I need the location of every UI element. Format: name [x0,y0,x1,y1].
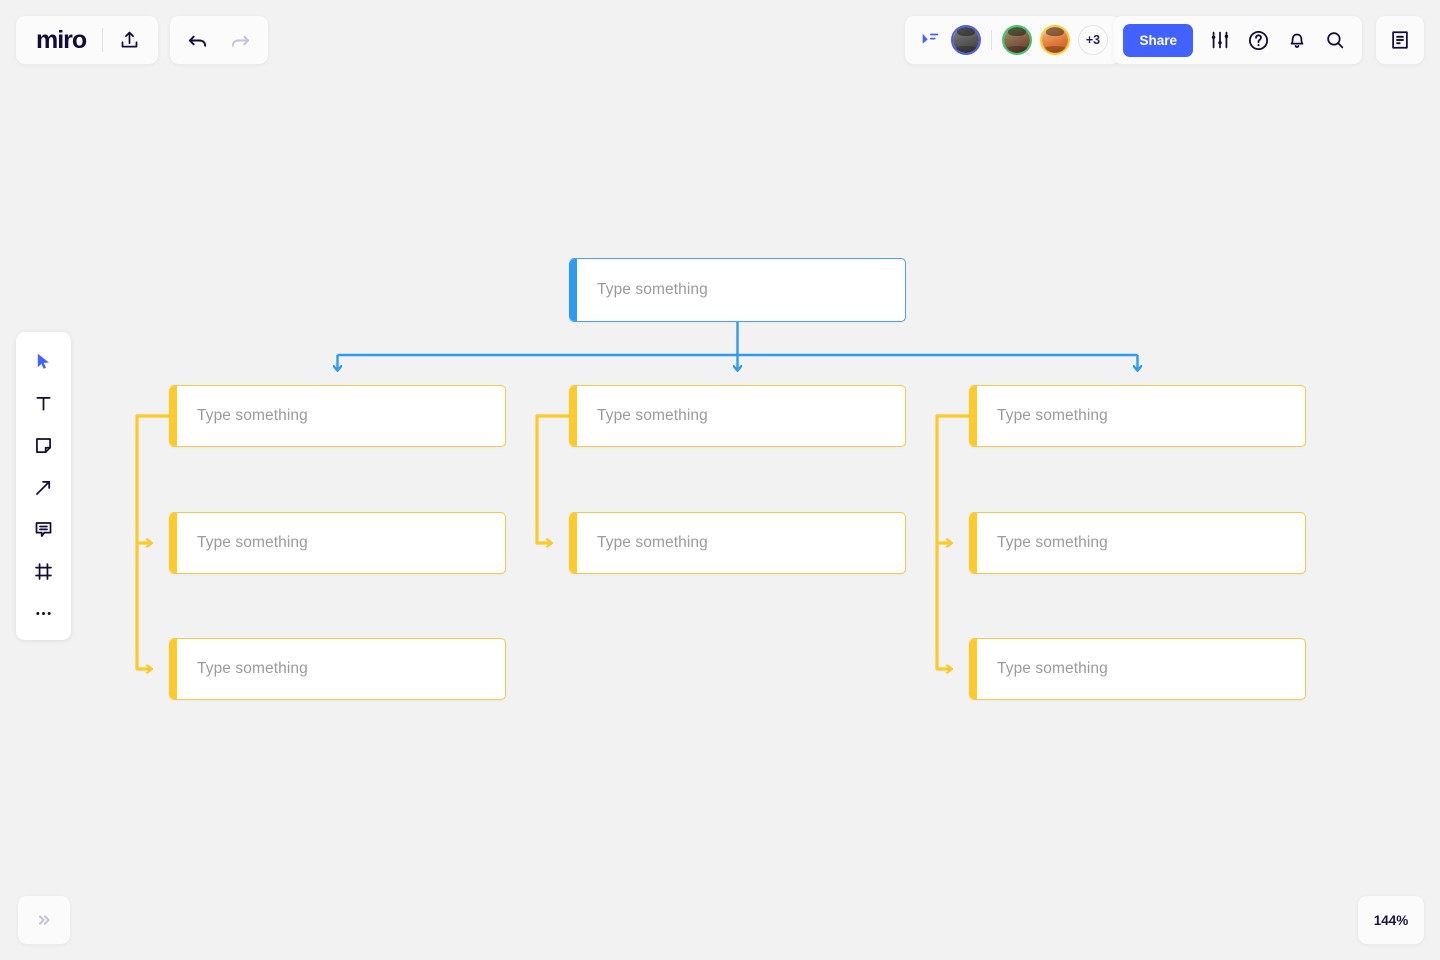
select-tool[interactable] [25,346,63,376]
avatar-divider [991,30,992,50]
comment-tool[interactable] [25,514,63,544]
avatar-hair [1008,27,1026,36]
mindmap-node-right-1[interactable]: Type something [969,385,1306,447]
sticky-note-tool[interactable] [25,430,63,460]
yellow-connectors-middle [535,414,569,543]
brand-toolbar-group: miro [16,16,159,64]
notes-panel-icon [1389,29,1411,51]
expand-panel-button[interactable] [18,896,70,944]
mindmap-root-node[interactable]: Type something [569,258,906,322]
bell-icon[interactable] [1286,29,1308,51]
avatar-collaborator-1[interactable] [951,25,981,55]
mindmap-node-middle-1[interactable]: Type something [569,385,906,447]
text-tool[interactable] [25,388,63,418]
node-accent-bar [569,259,577,321]
avatar-shoulders [1042,46,1068,53]
node-accent-bar [169,386,177,446]
mindmap-node-left-1[interactable]: Type something [169,385,506,447]
left-tools-toolbar [16,332,71,640]
node-placeholder-text: Type something [597,281,708,298]
node-placeholder-text: Type something [997,660,1108,677]
avatar-collaborator-3[interactable] [1040,25,1070,55]
avatar-overflow-count[interactable]: +3 [1078,25,1108,55]
avatar-photo [1004,27,1030,53]
history-toolbar-group [170,16,268,64]
avatar-hair [1046,27,1064,36]
notes-panel-button[interactable] [1376,16,1424,64]
undo-icon[interactable] [186,29,209,52]
node-accent-bar [169,513,177,573]
node-placeholder-text: Type something [197,407,308,424]
node-accent-bar [969,386,977,446]
mindmap-node-middle-2[interactable]: Type something [569,512,906,574]
help-circle-icon[interactable] [1247,29,1270,52]
more-tools[interactable] [25,598,63,628]
blue-connectors [338,322,1138,371]
upload-icon[interactable] [119,30,140,51]
mindmap-node-left-2[interactable]: Type something [169,512,506,574]
redo-icon[interactable] [229,29,252,52]
yellow-connectors-left [135,414,169,669]
node-placeholder-text: Type something [197,660,308,677]
collaborators-group: +3 [905,16,1120,64]
zoom-level-indicator[interactable]: 144% [1358,896,1424,944]
node-placeholder-text: Type something [597,534,708,551]
sliders-icon[interactable] [1209,29,1231,51]
node-placeholder-text: Type something [997,534,1108,551]
miro-logo[interactable]: miro [36,25,87,54]
node-placeholder-text: Type something [597,407,708,424]
actions-toolbar-group: Share [1113,16,1362,64]
node-accent-bar [169,639,177,699]
search-icon[interactable] [1324,29,1346,51]
arrow-tool[interactable] [25,472,63,502]
yellow-connectors-right [935,414,969,669]
avatar-photo [1042,27,1068,53]
node-placeholder-text: Type something [197,534,308,551]
mindmap-node-right-2[interactable]: Type something [969,512,1306,574]
node-accent-bar [569,386,577,446]
cursor-share-icon[interactable] [919,29,941,51]
share-button[interactable]: Share [1123,23,1193,57]
node-accent-bar [569,513,577,573]
toolbar-divider [102,28,104,52]
chevron-double-right-icon [34,910,54,930]
node-placeholder-text: Type something [997,407,1108,424]
node-accent-bar [969,639,977,699]
avatar-photo [953,27,979,53]
node-accent-bar [969,513,977,573]
avatar-shoulders [953,46,979,53]
mindmap-node-left-3[interactable]: Type something [169,638,506,700]
mindmap-node-right-3[interactable]: Type something [969,638,1306,700]
avatar-collaborator-2[interactable] [1002,25,1032,55]
frame-tool[interactable] [25,556,63,586]
avatar-shoulders [1004,46,1030,53]
avatar-hair [957,27,975,36]
